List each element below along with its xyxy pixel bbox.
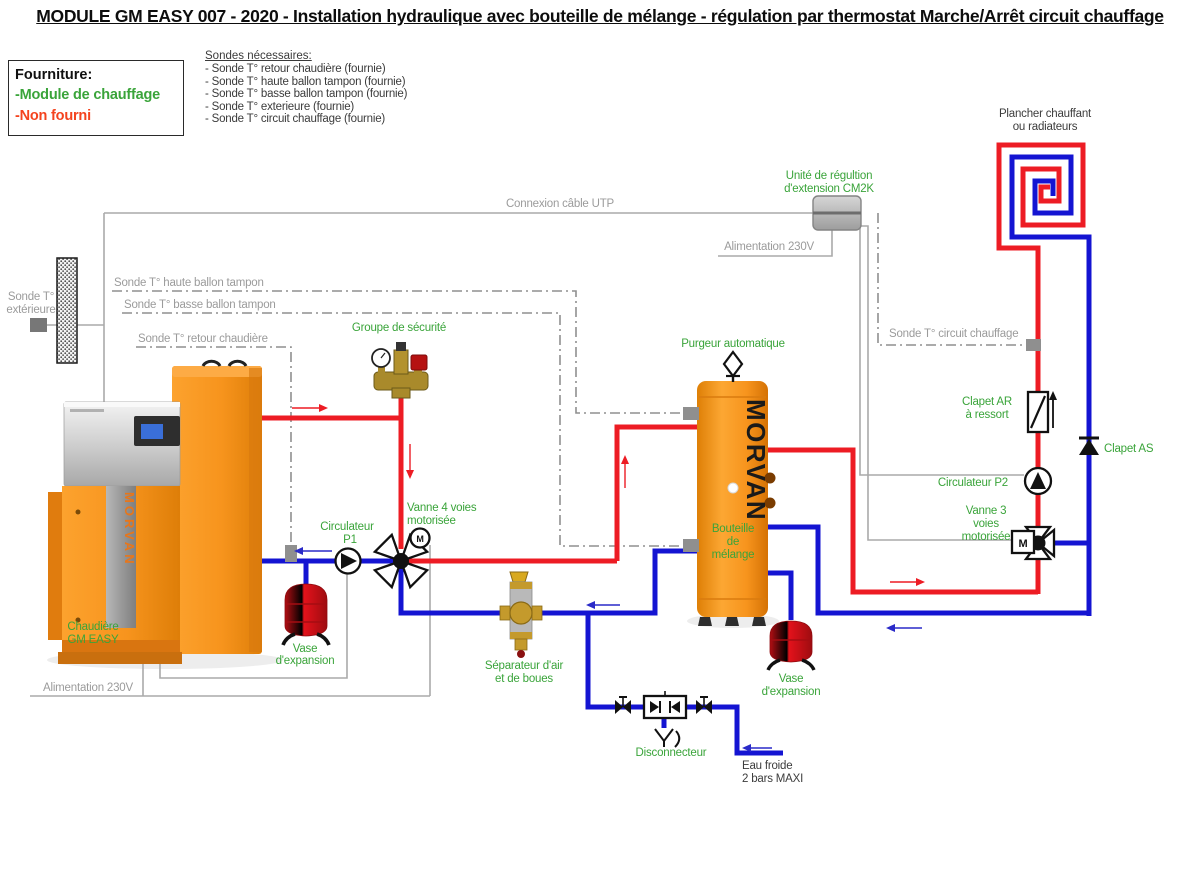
boiler-handle: [227, 359, 248, 367]
cm2k-label: Unité de régultion: [786, 170, 873, 182]
diagram-labels: Plancher chauffant ou radiateurs Unité d…: [6, 108, 1154, 785]
boiler: [48, 359, 262, 664]
bottle-plug: [727, 482, 739, 494]
flow-arrow-left: [294, 547, 332, 555]
separator-label: et de boues: [495, 673, 553, 685]
boiler-handle: [201, 359, 222, 367]
separator-label: Séparateur d'air: [485, 660, 564, 672]
air-sludge-separator: [499, 571, 543, 658]
pump-p1-label: P1: [343, 534, 357, 546]
bottle-port: [764, 472, 776, 484]
pump-p1: [334, 547, 362, 575]
mixing-bottle-label: Bouteille: [712, 523, 754, 535]
pump-p1-label: Circulateur: [320, 521, 374, 533]
legend-item-non-fourni: -Non fourni: [15, 108, 91, 124]
valve-3way-label: Vanne 3: [966, 505, 1007, 517]
cold-pipes: [256, 154, 1092, 756]
pump-p2-label: Circulateur P2: [938, 477, 1008, 489]
boiler-label: GM EASY: [67, 634, 119, 646]
cm2k-power-label: Alimentation 230V: [724, 241, 814, 253]
sensors-list-item: - Sonde T° basse ballon tampon (fournie): [205, 88, 408, 100]
sensors-list-heading: Sondes nécessaires:: [205, 50, 312, 62]
circuit-sensor-label: Sonde T° circuit chauffage: [889, 328, 1018, 340]
boiler-label: Chaudière: [67, 621, 118, 633]
bottle-port: [764, 497, 776, 509]
check-valve-ar-label: Clapet AR: [962, 396, 1012, 408]
funnel-icon: [654, 728, 674, 743]
check-valve-as: [1079, 436, 1099, 455]
cold-water-label: 2 bars MAXI: [742, 773, 803, 785]
safety-group-label: Groupe de sécurité: [352, 322, 446, 334]
exterior-wall: [56, 257, 78, 364]
check-valve-ar-label: à ressort: [966, 409, 1010, 421]
expansion-vessel-right-label: d'expansion: [762, 686, 821, 698]
flow-arrow-left: [742, 744, 772, 752]
valve-4way-label: motorisée: [407, 515, 456, 527]
flow-arrow-up: [621, 455, 629, 488]
required-sensors-list: Sondes nécessaires: - Sonde T° retour ch…: [205, 50, 407, 126]
check-valve-as-label: Clapet AS: [1104, 443, 1154, 455]
expansion-vessel-right-label: Vase: [779, 673, 804, 685]
low-buffer-sensor-label: Sonde T° basse ballon tampon: [124, 299, 276, 311]
shutoff-valve: [696, 696, 712, 714]
valve-4way-motor-label: M: [416, 534, 423, 544]
cm2k-extension-unit: [812, 195, 862, 231]
valve-3way-motor-label: M: [1019, 538, 1028, 550]
boiler-power-label: Alimentation 230V: [43, 682, 133, 694]
legend-item-fourni: -Module de chauffage: [15, 87, 161, 103]
disconnector-label: Disconnecteur: [636, 747, 707, 759]
air-vent-label: Purgeur automatique: [681, 338, 785, 350]
boiler-return-sensor-label: Sonde T° retour chaudière: [138, 333, 268, 345]
valve-4way: M: [372, 527, 431, 590]
sensors-list-item: - Sonde T° circuit chauffage (fournie): [205, 113, 386, 125]
boiler-return-sensor: [285, 545, 297, 562]
heating-circuit-sensor: [1026, 339, 1041, 351]
exterior-sensor-label: extérieure: [6, 304, 55, 316]
sensors-list-item: - Sonde T° haute ballon tampon (fournie): [205, 75, 406, 88]
shutoff-valve: [615, 696, 631, 714]
exterior-sensor-label: Sonde T°: [8, 291, 54, 303]
floor-heating-label: Plancher chauffant: [999, 108, 1092, 120]
pump-p2: [1023, 466, 1053, 496]
cold-water-label: Eau froide: [742, 760, 792, 772]
flow-arrow-left: [586, 601, 620, 609]
flow-arrow-right: [890, 578, 925, 586]
floor-heating-label: ou radiateurs: [1013, 121, 1078, 133]
boiler-brand: MORVAN: [122, 492, 137, 567]
safety-group: [371, 342, 429, 399]
expansion-vessel-left: [281, 583, 331, 646]
hot-pipes: [256, 142, 1086, 595]
bottle-high-temp-sensor: [683, 407, 699, 420]
expansion-vessel-right: [766, 620, 816, 671]
air-vent: [722, 350, 744, 382]
valve-3way-label: voies: [973, 518, 999, 530]
legend-box: Fourniture: -Module de chauffage -Non fo…: [8, 60, 184, 136]
safety-valve-cap: [410, 354, 428, 371]
expansion-vessel-left-label: Vase: [293, 643, 318, 655]
valve-3way-label: motorisée: [962, 531, 1011, 543]
flow-arrow-right: [292, 404, 328, 412]
sensor-wires: [112, 213, 1026, 547]
mixing-bottle-label: de: [727, 536, 739, 548]
legend-title: Fourniture:: [15, 67, 93, 83]
cm2k-label: d'extension CM2K: [784, 183, 874, 195]
flow-arrow-left: [886, 624, 922, 632]
valve-4way-label: Vanne 4 voies: [407, 502, 477, 514]
check-valve-ar: [1026, 390, 1057, 434]
disconnector: [615, 691, 712, 748]
utp-cable-label: Connexion câble UTP: [506, 198, 615, 210]
sensors-list-item: - Sonde T° exterieure (fournie): [205, 100, 355, 113]
valve-3way: M: [1010, 525, 1056, 561]
flow-arrows: [292, 404, 925, 752]
sensors-list-item: - Sonde T° retour chaudière (fournie): [205, 63, 386, 75]
expansion-vessel-left-label: d'expansion: [276, 655, 335, 667]
high-buffer-sensor-label: Sonde T° haute ballon tampon: [114, 277, 264, 289]
mixing-bottle-label: mélange: [712, 549, 755, 561]
bottle-brand: MORVAN: [741, 399, 771, 521]
flow-arrow-down: [406, 444, 414, 479]
page-title: MODULE GM EASY 007 - 2020 - Installation…: [36, 6, 1164, 26]
bottle-low-temp-sensor: [683, 539, 699, 552]
mixing-bottle: [697, 381, 776, 626]
exterior-temp-sensor: [30, 318, 47, 332]
